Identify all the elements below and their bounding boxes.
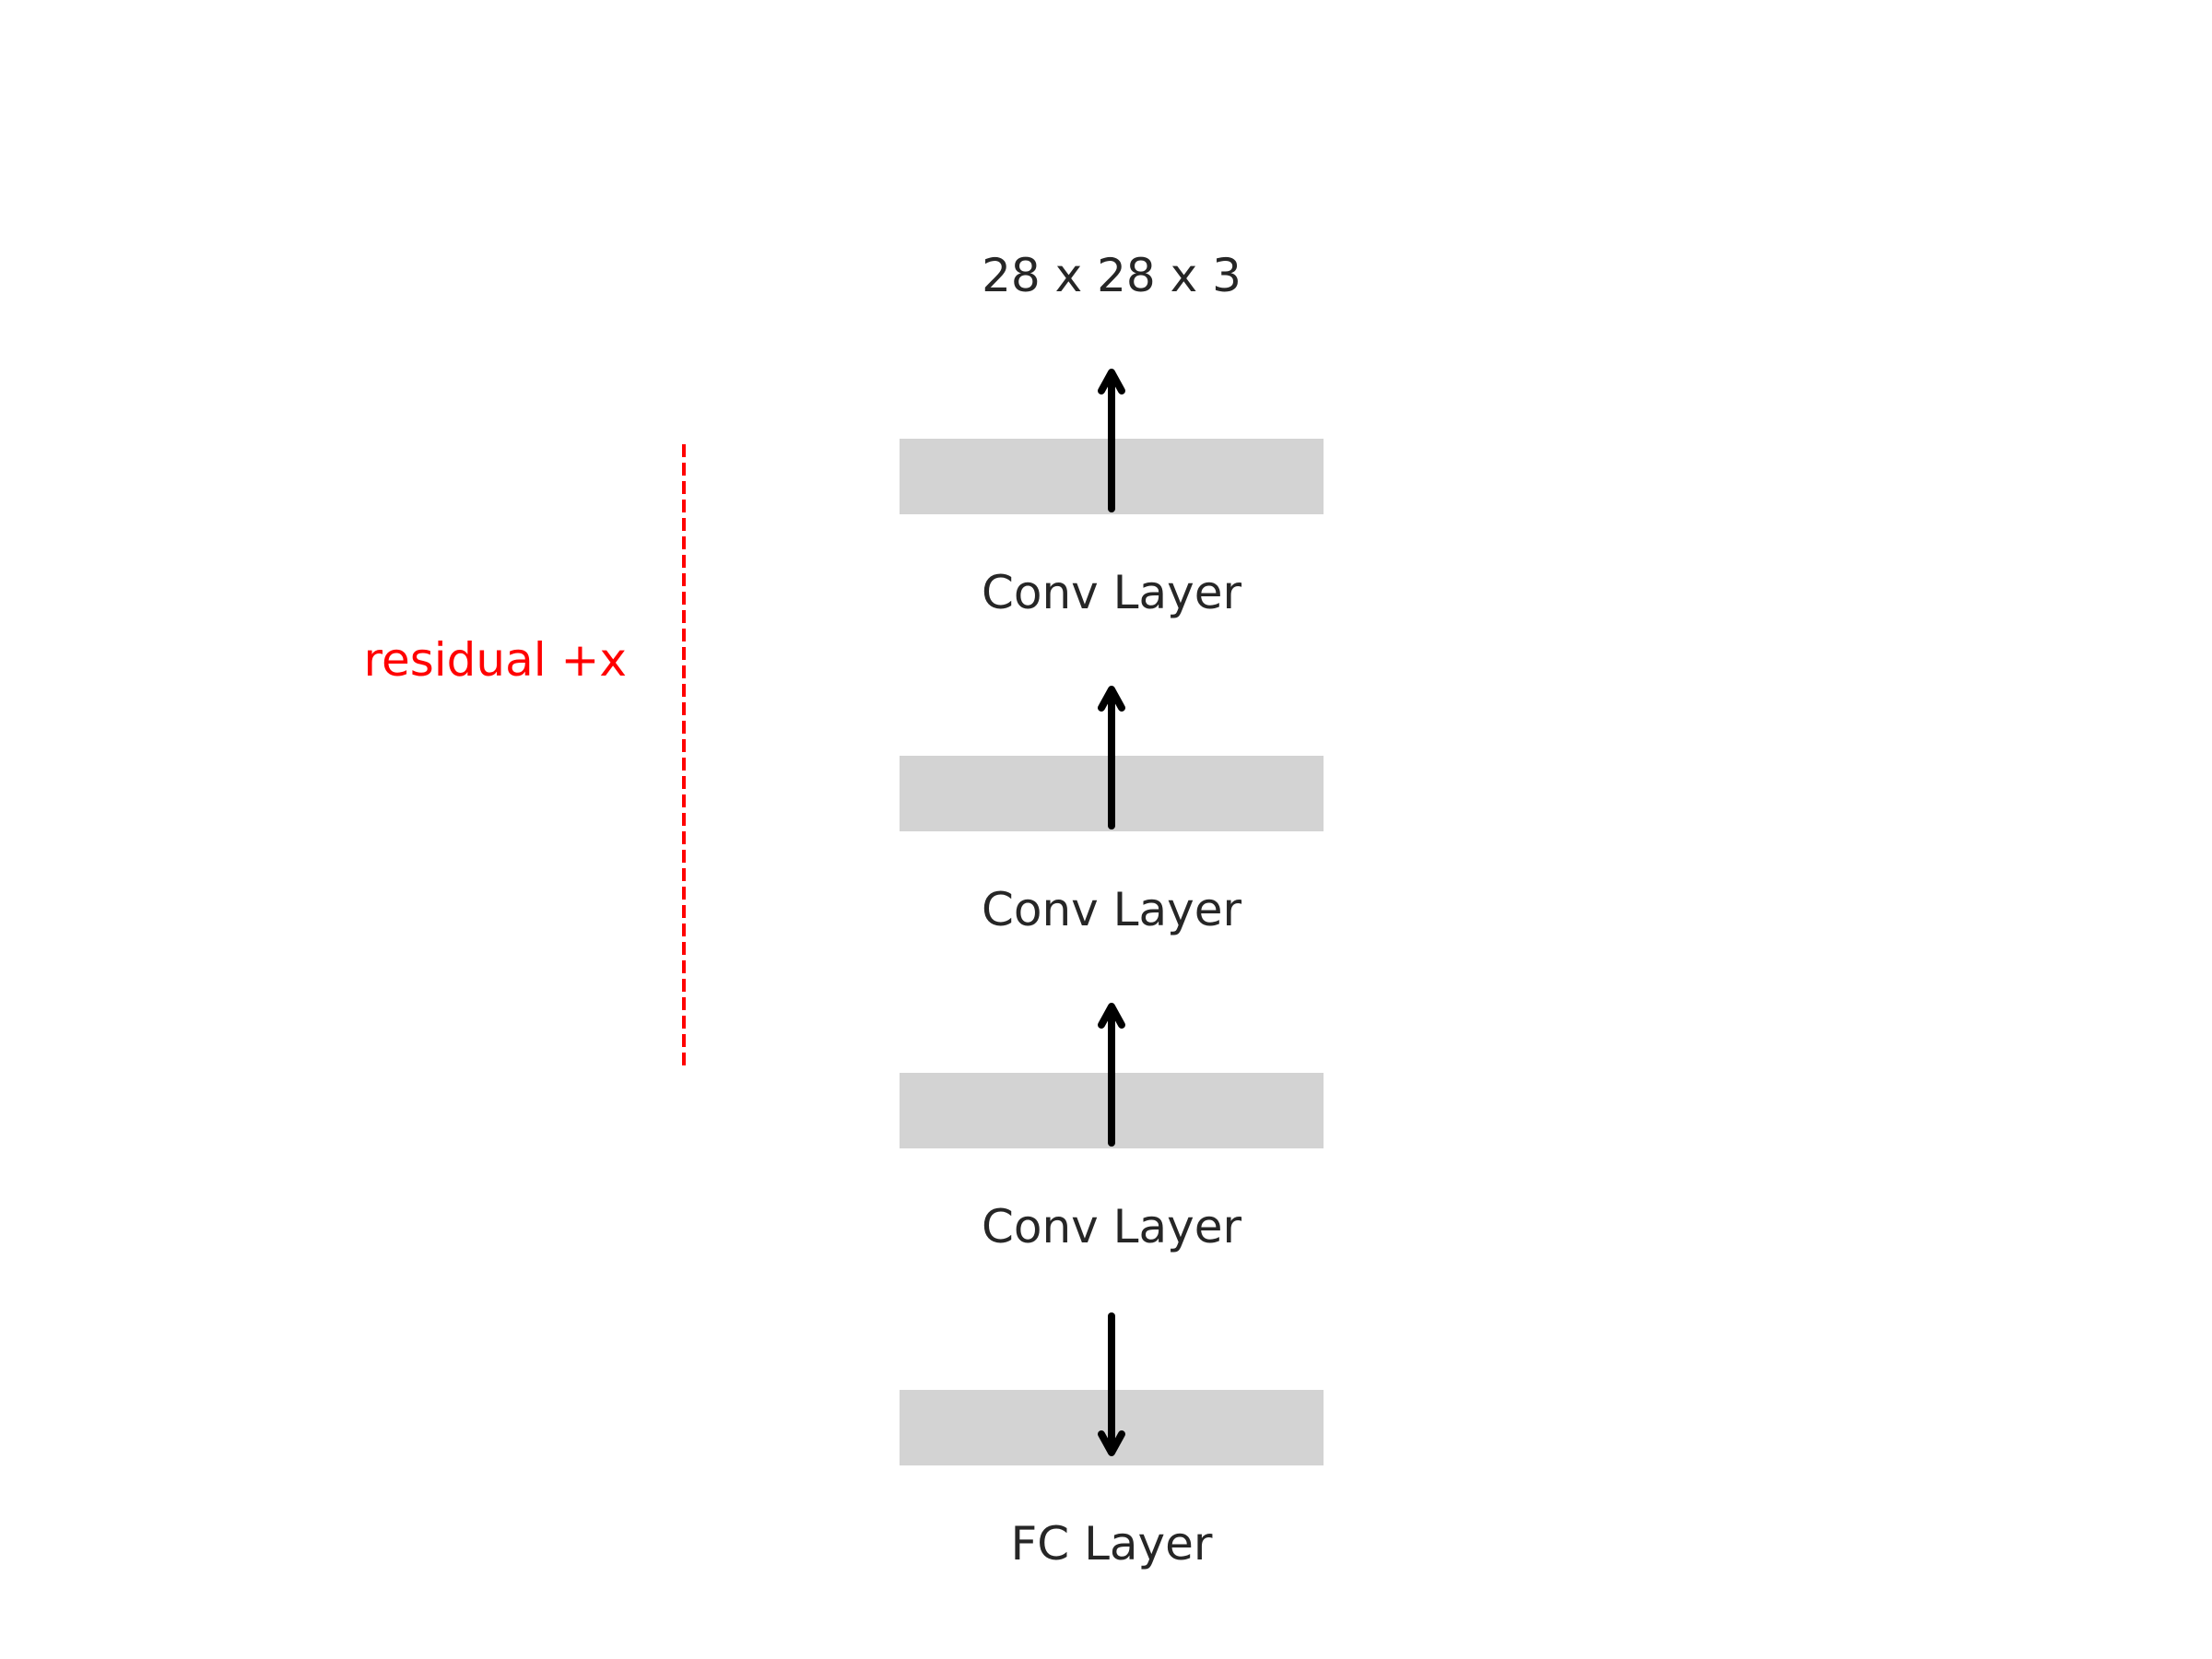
layer-label: Conv Layer xyxy=(982,566,1242,619)
residual-label: residual +x xyxy=(364,633,628,687)
arrow-down-icon xyxy=(1098,1312,1125,1456)
layer-label: Conv Layer xyxy=(982,1200,1242,1253)
output-shape-label: 28 x 28 x 3 xyxy=(982,249,1241,302)
arrow-up-icon xyxy=(1098,686,1125,830)
layer-block-1: Conv Layer xyxy=(900,369,1324,619)
arrow-up-icon xyxy=(1098,1003,1125,1147)
layer-block-2: Conv Layer xyxy=(900,686,1324,936)
residual-connection: residual +x xyxy=(364,444,686,1065)
layer-label: FC Layer xyxy=(1011,1517,1213,1571)
layer-label: Conv Layer xyxy=(982,883,1242,936)
layer-block-4: FC Layer xyxy=(900,1312,1324,1571)
arrow-up-icon xyxy=(1098,369,1125,512)
layer-block-3: Conv Layer xyxy=(900,1003,1324,1253)
